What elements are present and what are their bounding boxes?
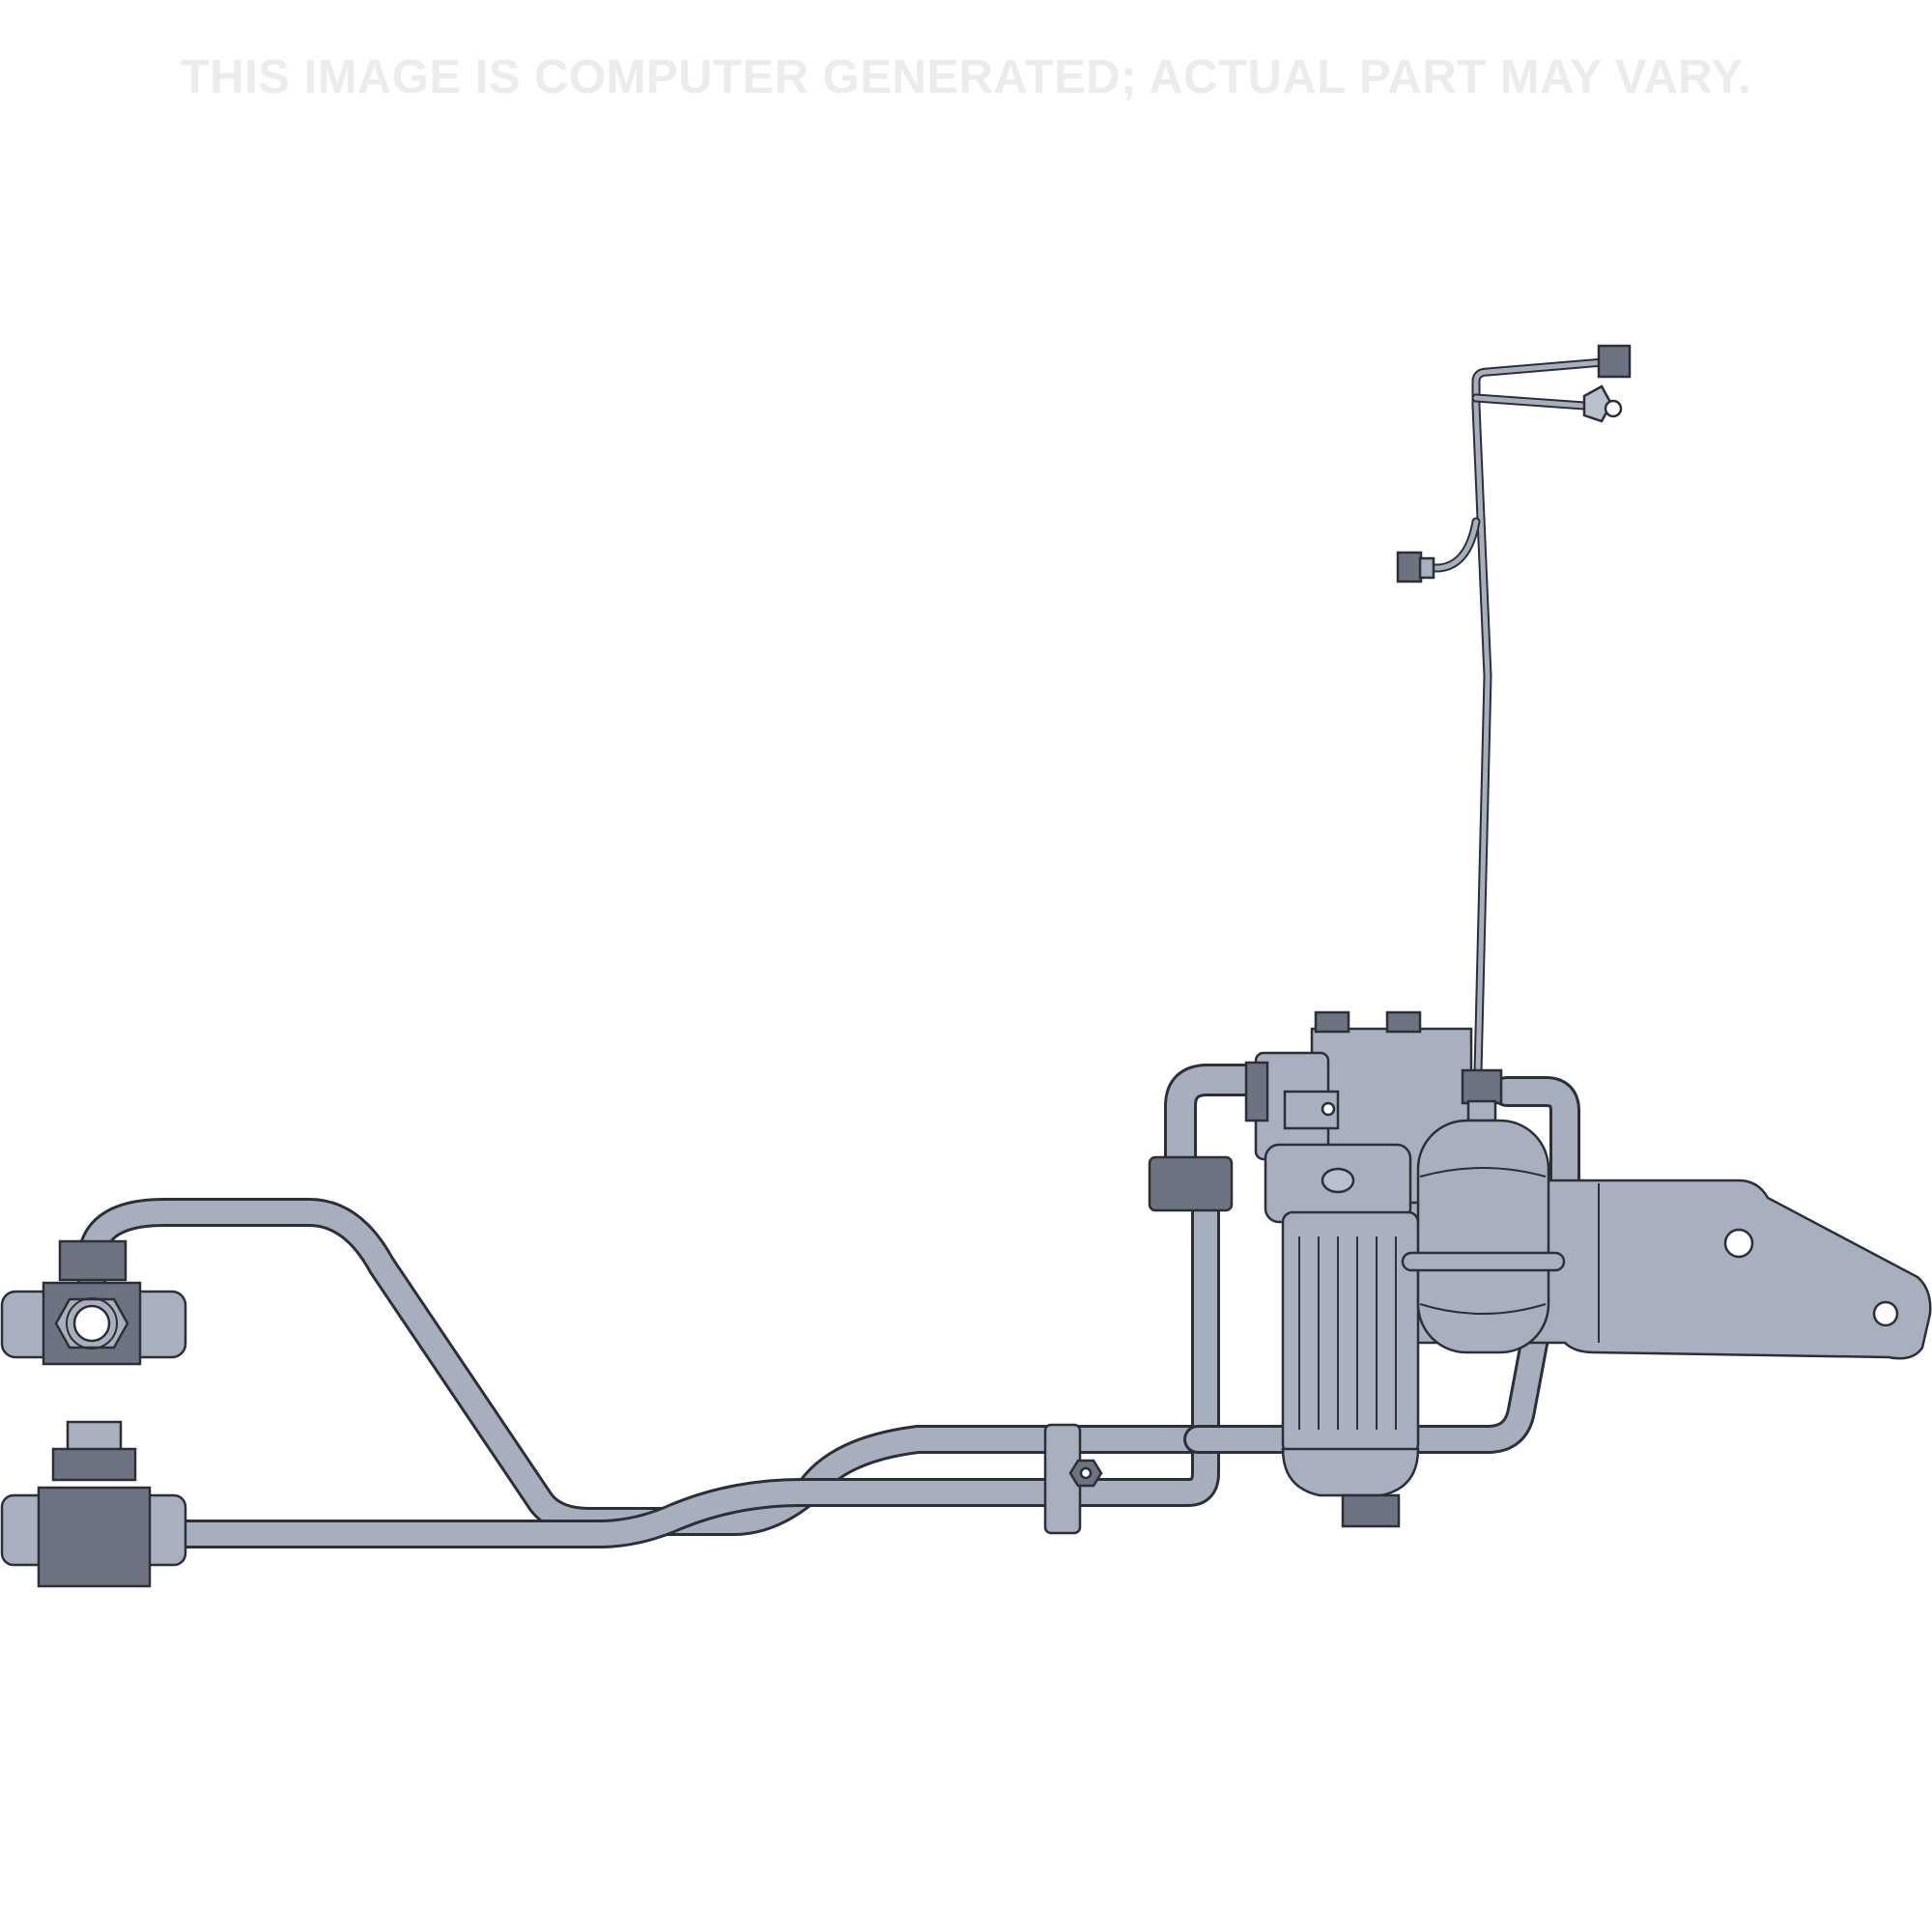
upper-loop-tube xyxy=(80,1201,1209,1533)
capillary-fittings xyxy=(1396,344,1632,583)
top-flare-nut xyxy=(1597,344,1632,379)
head-bolt-right xyxy=(1385,1010,1422,1034)
inlet-flare-nut xyxy=(1148,1155,1234,1212)
receiver-top-seam xyxy=(1419,1167,1547,1178)
receiver-bottom-seam xyxy=(1419,1303,1547,1315)
filter-bowl-ribs xyxy=(1298,1236,1397,1430)
upper-tee-bore-ring xyxy=(66,1297,118,1350)
bracket-hole-lower xyxy=(1872,1300,1899,1327)
filter-bowl xyxy=(1281,1210,1420,1456)
receiver-strap xyxy=(1401,1251,1566,1272)
tube-clamp xyxy=(1043,1423,1103,1535)
capillary-line-outline xyxy=(1471,357,1608,1077)
valve-side-cap xyxy=(1244,1061,1269,1122)
lower-tee-center-block xyxy=(37,1486,152,1588)
capillary-line xyxy=(1473,359,1606,1075)
clamp-bolt xyxy=(1079,1466,1093,1480)
capillary-branch-upper xyxy=(1473,395,1587,409)
lower-tee-top-stub xyxy=(66,1420,123,1453)
upper-side-fitting-bore xyxy=(1604,399,1623,418)
lower-tee-top-nut xyxy=(51,1447,137,1482)
left-upper-tee xyxy=(0,1239,187,1366)
lower-main-tube xyxy=(172,1191,1217,1546)
left-elbow-tube xyxy=(1167,1066,1269,1207)
upper-tee-top-nut xyxy=(58,1239,128,1282)
receiver-top-fitting xyxy=(1461,1068,1503,1105)
valve-sight-indicator xyxy=(1321,1101,1336,1117)
upper-tee-bore xyxy=(72,1304,111,1343)
filter-assembly xyxy=(1148,1010,1473,1528)
left-lower-tee xyxy=(0,1420,187,1588)
receiver-top-neck xyxy=(1466,1099,1497,1122)
right-elbow-tube xyxy=(1494,1079,1577,1191)
capillary-branch-lower xyxy=(1417,519,1479,571)
filter-drain-nut xyxy=(1341,1493,1401,1528)
disclaimer-text: THIS IMAGE IS COMPUTER GENERATED; ACTUAL… xyxy=(180,51,1752,103)
head-bolt-left xyxy=(1314,1010,1350,1034)
lower-side-nut xyxy=(1396,551,1423,583)
receiver-tube xyxy=(1186,1321,1548,1451)
upper-loop-tube-outline xyxy=(77,1198,1212,1536)
lower-side-collar xyxy=(1418,556,1435,580)
receiver-drier xyxy=(1401,1068,1566,1354)
filter-bowl-bottom xyxy=(1281,1447,1420,1497)
filter-logo-badge xyxy=(1321,1167,1355,1194)
tube-lines xyxy=(77,357,1608,1548)
receiver-canister xyxy=(1416,1119,1550,1354)
bracket-hole-upper xyxy=(1723,1228,1754,1259)
